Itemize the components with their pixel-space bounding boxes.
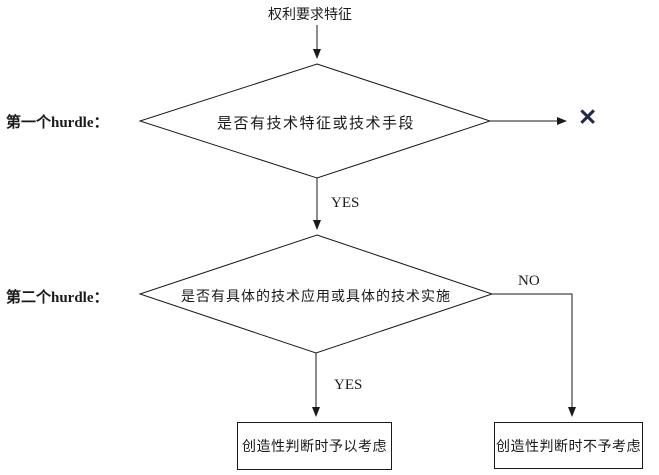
decision2-diamond: [138, 234, 494, 354]
yes1-label: YES: [331, 195, 360, 211]
result-considered-label: 创造性判断时予以考虑: [242, 440, 387, 455]
result-not-considered-label: 创造性判断时不予考虑: [496, 439, 641, 455]
arrow-decision2-no: [492, 293, 576, 417]
no-label: NO: [518, 273, 540, 289]
decision2-label: 是否有具体的技术应用或具体的技术实施: [181, 290, 451, 305]
decision1-label: 是否有技术特征或技术手段: [216, 116, 415, 132]
decision1-diamond: [138, 63, 492, 179]
result-considered-box: 创造性判断时予以考虑: [237, 422, 392, 470]
yes2-label: YES: [334, 377, 363, 393]
reject-x-mark: ✕: [578, 105, 598, 130]
start-label: 权利要求特征: [268, 8, 352, 23]
hurdle1-label: 第一个hurdle：: [6, 115, 109, 131]
hurdle2-label: 第二个hurdle：: [6, 290, 109, 306]
result-not-considered-box: 创造性判断时不予考虑: [494, 422, 643, 469]
